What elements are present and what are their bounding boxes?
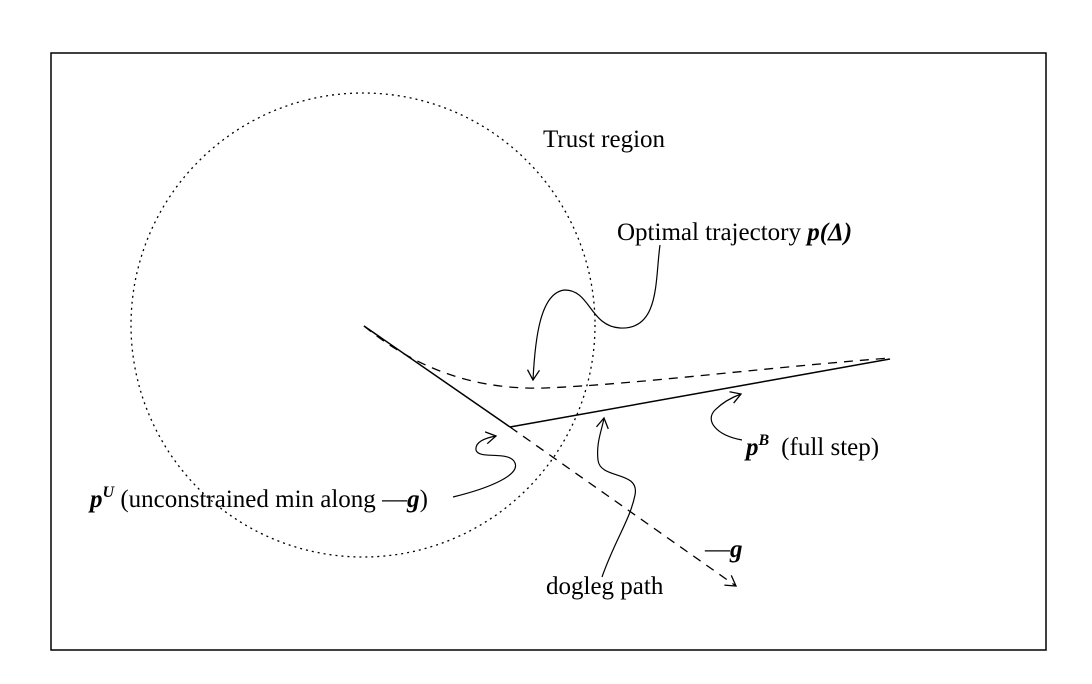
full-step-superscript: B [758,432,770,449]
unconstrained-text: (unconstrained min along [114,486,382,513]
full-step-text: (full step) [781,434,879,461]
negative-gradient-label: —g [704,536,743,563]
frame-border [50,52,1047,651]
negative-gradient-dash: — [704,536,731,563]
unconstrained-superscript: U [103,484,116,501]
trust-region-label: Trust region [543,126,666,153]
unconstrained-neg-sign: — [381,486,408,513]
optimal-trajectory-text: Optimal trajectory [617,219,807,246]
trust-region-circle [130,92,596,558]
steepest-descent-segment [363,325,511,428]
negative-gradient-ray [509,426,738,587]
full-step-label: pB (full step) [744,432,879,461]
unconstrained-min-leader [452,431,517,498]
full-step-symbol: p [744,434,759,461]
unconstrained-close-paren: ) [420,486,428,513]
optimal-trajectory-curve [363,325,891,389]
optimal-trajectory-leader [526,244,661,382]
dogleg-path-label: dogleg path [546,573,664,600]
optimal-trajectory-symbol: p [805,219,820,246]
unconstrained-g-symbol: g [406,486,420,513]
negative-gradient-g: g [729,536,743,563]
optimal-trajectory-label: Optimal trajectory p(Δ) [617,219,852,246]
full-step-leader [710,391,743,441]
dogleg-path-leader [595,416,636,578]
optimal-trajectory-argument: (Δ) [820,219,852,246]
unconstrained-symbol: p [88,486,103,513]
dogleg-second-leg [509,358,891,428]
unconstrained-min-label: pU (unconstrained min along —g) [88,484,428,513]
